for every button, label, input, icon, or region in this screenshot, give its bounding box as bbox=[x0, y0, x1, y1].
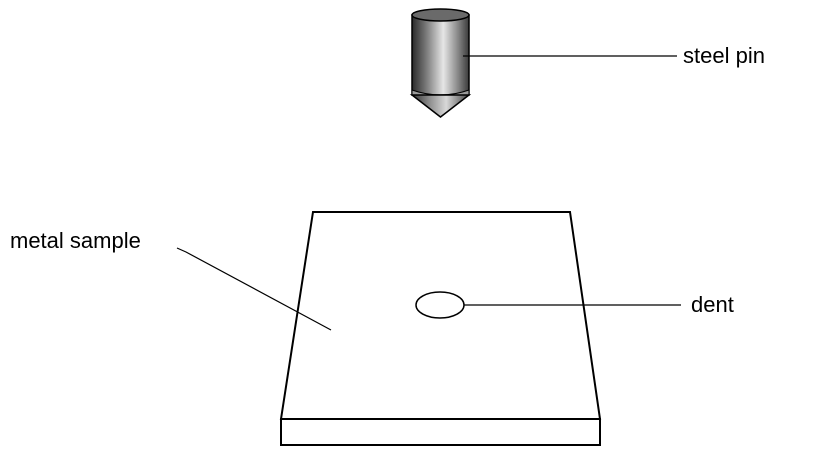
metal-sample-leader-line bbox=[176, 247, 332, 331]
steel-pin bbox=[409, 8, 472, 118]
pin-tip bbox=[409, 94, 472, 118]
dent-label: dent bbox=[691, 292, 734, 317]
sample-front-edge bbox=[280, 418, 601, 446]
dent-mark bbox=[415, 291, 465, 319]
steel-pin-label: steel pin bbox=[683, 43, 765, 68]
pin-top-face bbox=[411, 8, 470, 22]
pin-body bbox=[411, 14, 470, 96]
metal-sample-label: metal sample bbox=[10, 228, 141, 253]
